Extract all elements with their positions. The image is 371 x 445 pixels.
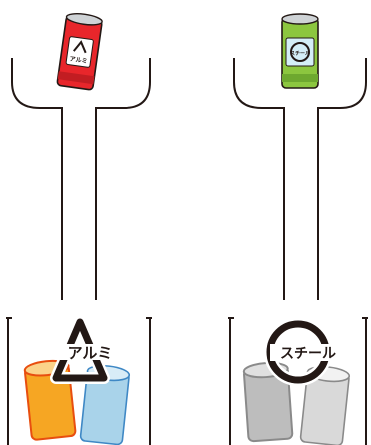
aluminum-mark-text: アルミ [68, 344, 113, 362]
steel-sorting-chute: スチール スチール [228, 14, 368, 445]
aluminum-bin-cans [24, 359, 130, 445]
steel-can-icon: スチール [282, 14, 318, 88]
steel-can-mark-text: スチール [290, 51, 310, 57]
aluminum-can-icon: アルミ [57, 12, 103, 90]
aluminum-sorting-chute: アルミ アルミ [6, 12, 152, 445]
steel-funnel [234, 58, 366, 300]
aluminum-funnel [12, 58, 150, 300]
steel-mark-text: スチール [280, 346, 336, 362]
aluminum-bin: アルミ [6, 318, 152, 445]
steel-bin: スチール [228, 318, 368, 445]
